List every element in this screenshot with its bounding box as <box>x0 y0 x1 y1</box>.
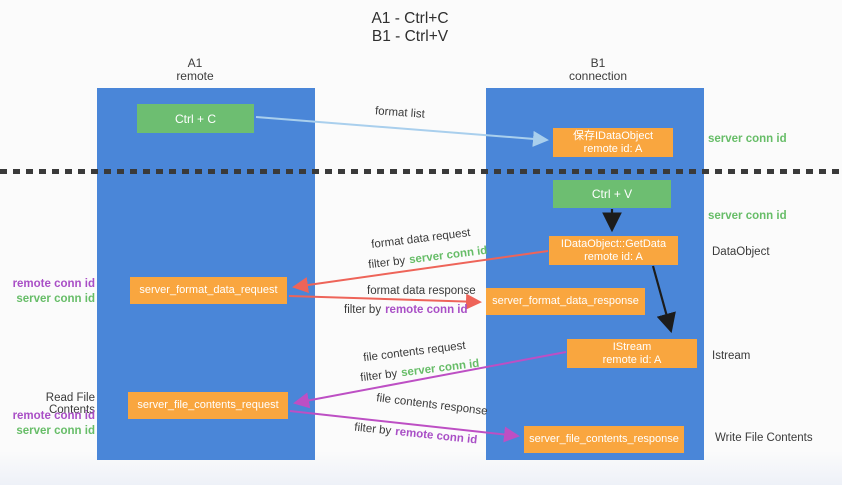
lane-b1-role: connection <box>568 69 628 83</box>
node-server-file-contents-request-label: server_file_contents_request <box>137 399 279 411</box>
node-ctrl-c: Ctrl + C <box>137 104 254 133</box>
lane-header-a1: A1 remote <box>135 57 255 83</box>
node-istream-line1: IStream <box>612 340 652 353</box>
label-istream: Istream <box>712 350 751 362</box>
label-dataobject: DataObject <box>712 246 770 258</box>
label-read-file-contents: Read File Contents <box>45 392 95 416</box>
label-format-data-response: format data response <box>367 285 476 297</box>
label-write-file-contents: Write File Contents <box>715 432 813 444</box>
label-server-conn-id-right-mid: server conn id <box>708 210 787 222</box>
node-server-format-data-response: server_format_data_response <box>486 288 645 315</box>
label-remote-conn-id-left-1: remote conn id <box>12 278 95 290</box>
node-idataobject-getdata: IDataObject::GetData remote id: A <box>549 236 678 265</box>
node-istream-line2: remote id: A <box>602 353 662 366</box>
node-server-file-contents-request: server_file_contents_request <box>128 392 288 419</box>
label-server-conn-id-right-top: server conn id <box>708 133 787 145</box>
label-file-contents-response: file contents response <box>375 392 489 418</box>
diagram-title: A1 - Ctrl+C B1 - Ctrl+V <box>330 10 490 46</box>
node-ctrl-v-label: Ctrl + V <box>591 187 633 201</box>
node-ctrl-v: Ctrl + V <box>553 180 671 208</box>
node-save-idataobject-line1: 保存IDataObject <box>572 129 654 142</box>
node-save-idataobject: 保存IDataObject remote id: A <box>553 128 673 157</box>
node-server-format-data-request: server_format_data_request <box>130 277 287 304</box>
title-line-2: B1 - Ctrl+V <box>371 28 449 45</box>
left-conn-id-stack-2: remote conn id server conn id <box>0 409 95 439</box>
node-save-idataobject-line2: remote id: A <box>583 142 643 155</box>
node-server-format-data-response-label: server_format_data_response <box>492 295 639 307</box>
network-boundary-divider <box>0 169 842 174</box>
node-idataobject-getdata-line1: IDataObject::GetData <box>560 237 667 250</box>
node-server-file-contents-response-label: server_file_contents_response <box>529 433 679 445</box>
lane-a1-name: A1 <box>187 56 203 70</box>
node-server-format-data-request-label: server_format_data_request <box>139 284 278 296</box>
lane-b1-name: B1 <box>590 56 606 70</box>
left-conn-id-stack-1: remote conn id server conn id <box>0 277 95 307</box>
label-remote-conn-id-left-2: remote conn id <box>12 410 95 422</box>
title-line-1: A1 - Ctrl+C <box>371 10 449 27</box>
node-ctrl-c-label: Ctrl + C <box>174 111 216 126</box>
lane-header-b1: B1 connection <box>538 57 658 83</box>
node-istream: IStream remote id: A <box>567 339 697 368</box>
node-server-file-contents-response: server_file_contents_response <box>524 426 684 453</box>
lane-a1-role: remote <box>176 69 214 83</box>
label-server-conn-id-left-1: server conn id <box>16 293 95 305</box>
label-server-conn-id-left-2: server conn id <box>16 425 95 437</box>
node-idataobject-getdata-line2: remote id: A <box>584 250 643 263</box>
label-format-list: format list <box>374 105 426 121</box>
